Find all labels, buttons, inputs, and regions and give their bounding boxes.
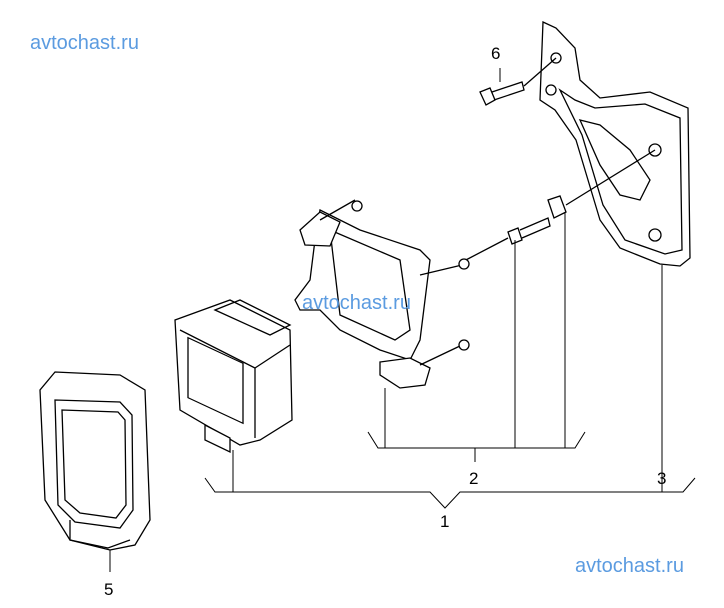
- watermark: avtochast.ru: [575, 555, 684, 577]
- callout-5: 5: [104, 580, 114, 599]
- bracket-part-3: [539, 21, 691, 267]
- watermark: avtochast.ru: [30, 32, 139, 54]
- control-module: [174, 299, 293, 454]
- callout-2: 2: [469, 469, 479, 488]
- callout-6: 6: [491, 44, 501, 63]
- screw-and-nut: [461, 149, 656, 263]
- watermark: avtochast.ru: [302, 292, 411, 314]
- cover-part-5: [39, 371, 151, 551]
- screw-part-6: [479, 57, 557, 106]
- holder-bracket: [294, 199, 470, 389]
- callout-1: 1: [440, 512, 450, 531]
- leader-lines: [109, 68, 696, 572]
- callout-3: 3: [657, 469, 667, 488]
